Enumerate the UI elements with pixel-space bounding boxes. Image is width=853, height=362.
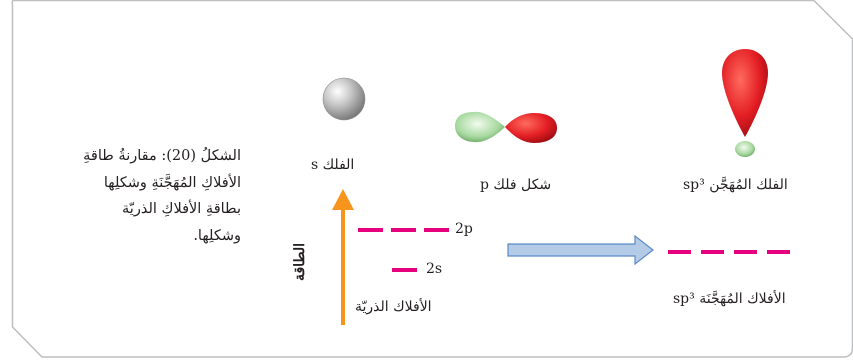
caption-line: بطاقةِ الأفلاكِ الذريّة [51, 196, 241, 223]
level-2p-label: 2p [455, 221, 473, 238]
caption-line: وشكلِها. [51, 223, 241, 250]
energy-axis-label: الطاقة [292, 243, 308, 281]
p-orbital-shape [455, 99, 557, 143]
hybrid-orbitals-label: الأفلاك المُهَجَّنَة sp³ [673, 291, 786, 308]
level-2s-label: 2s [426, 261, 442, 278]
caption-line: الشكلُ (20): مقارنةُ طاقةِ [51, 143, 241, 170]
atomic-orbitals-label: الأفلاك الذريّة [355, 299, 432, 316]
s-orbital-sphere [323, 78, 365, 120]
hybridization-arrow [508, 236, 653, 264]
caption-line: الأفلاكِ المُهَجَّنَةِ وشكلِها [51, 170, 241, 197]
energy-axis-arrow [332, 189, 354, 325]
p-orbital-label: شكل فلك p [480, 177, 551, 194]
sp3-orbital-label: الفلك المُهَجَّن sp³ [683, 177, 788, 194]
figure-caption: الشكلُ (20): مقارنةُ طاقةِ الأفلاكِ المُ… [51, 143, 241, 249]
sp3-orbital-shape [722, 49, 768, 157]
s-orbital-label: الفلك s [311, 157, 354, 174]
